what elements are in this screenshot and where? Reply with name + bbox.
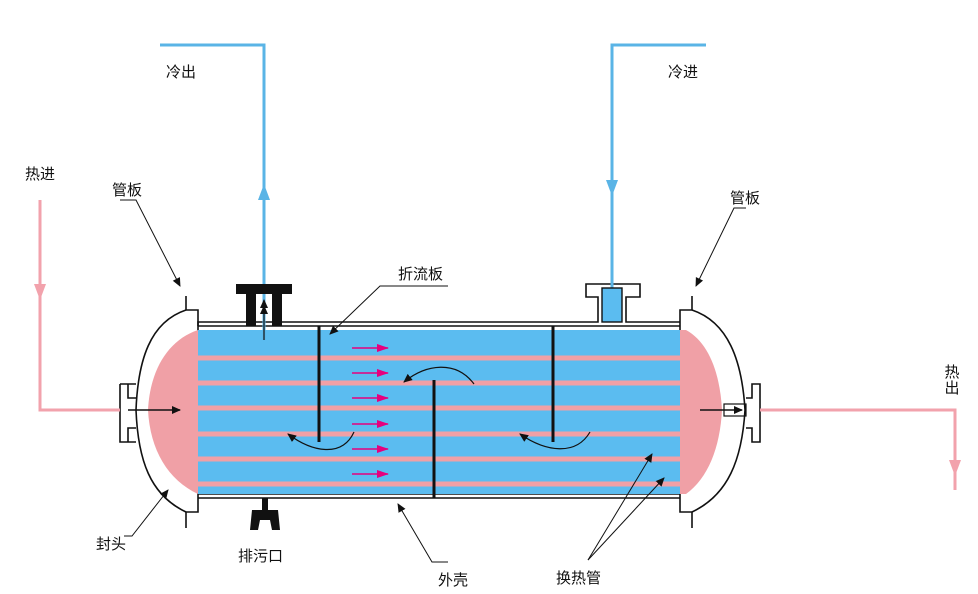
tube-sheet-left-label: 管板: [112, 181, 143, 199]
cold-inlet-pipe: [601, 43, 706, 323]
curved-flow-arrow: [403, 366, 475, 385]
shell-flow-arrows: [287, 366, 591, 451]
curved-flow-arrow: [519, 431, 591, 450]
cold-out-label: 冷出: [166, 63, 197, 81]
hot-inlet-pipe: [34, 200, 181, 414]
hot-outlet-pipe: [700, 403, 961, 490]
cold-in-label: 冷进: [668, 63, 699, 81]
shell-label: 外壳: [438, 571, 469, 589]
shell-cold-fluid: [198, 330, 680, 494]
hot-out-label: 热出: [944, 363, 960, 397]
baffle-label: 折流板: [398, 265, 444, 283]
tubes-label: 换热管: [556, 569, 602, 587]
curved-flow-arrow: [287, 431, 355, 451]
tube-sheet-right-label: 管板: [730, 189, 761, 207]
hot-head-right: [680, 330, 722, 494]
baffle-plates: [317, 326, 555, 498]
hot-flow-arrows: [352, 344, 389, 478]
cold-outlet-nozzle: [236, 284, 292, 326]
heat-exchange-tubes: [189, 355, 689, 487]
leader-lines: [120, 199, 746, 563]
drain-outlet: [250, 498, 280, 530]
head-label: 封头: [96, 535, 127, 553]
hot-head-left: [148, 330, 198, 494]
drain-label: 排污口: [238, 547, 284, 565]
hot-in-label: 热进: [25, 165, 56, 183]
